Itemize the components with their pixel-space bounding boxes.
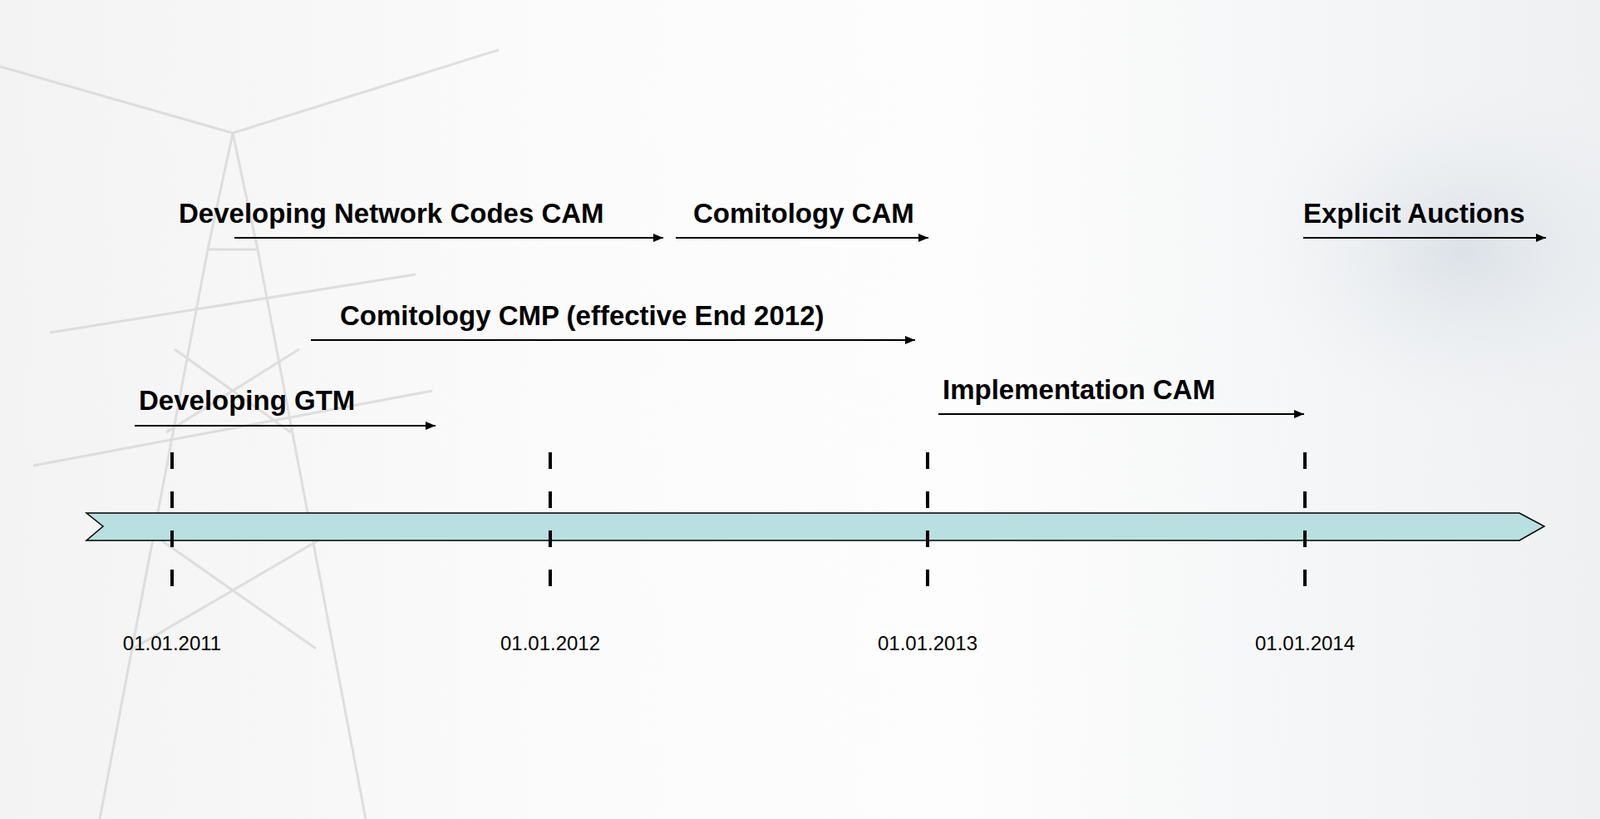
timeline-bar xyxy=(86,512,1545,541)
phase-arrows xyxy=(134,237,1546,426)
date-label: 01.01.2012 xyxy=(500,631,601,655)
phase-label: Comitology CMP (effective End 2012) xyxy=(339,300,825,332)
year-markers xyxy=(172,452,1305,595)
date-label: 01.01.2011 xyxy=(123,631,222,655)
pylon-watermark xyxy=(0,49,499,819)
phase-label: Explicit Auctions xyxy=(1303,197,1525,230)
phase-label: Developing Network Codes CAM xyxy=(178,197,605,230)
phase-label: Comitology CAM xyxy=(693,197,915,230)
phase-label: Developing GTM xyxy=(138,384,355,417)
burner-watermark xyxy=(1246,83,1600,416)
date-label: 01.01.2014 xyxy=(1255,631,1355,655)
date-label: 01.01.2013 xyxy=(877,631,978,655)
phase-label: Implementation CAM xyxy=(942,374,1216,406)
